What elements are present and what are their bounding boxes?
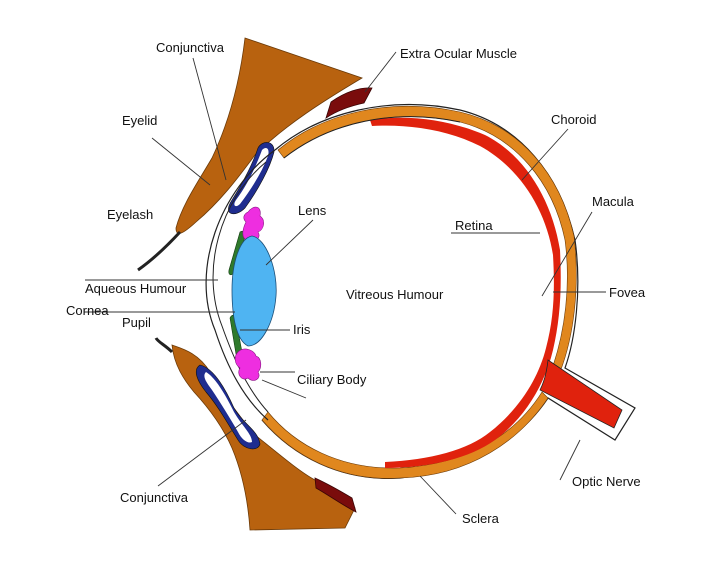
label-conjunctiva-bottom: Conjunctiva (120, 490, 189, 505)
label-pupil: Pupil (122, 315, 151, 330)
leader-choroid (521, 128, 569, 181)
cornea (205, 149, 276, 421)
leader-extra-ocular-muscle (364, 51, 397, 93)
label-eyelid: Eyelid (122, 113, 157, 128)
label-lens: Lens (298, 203, 327, 218)
label-vitreous-humour: Vitreous Humour (346, 287, 444, 302)
extra-ocular-muscle-upper (325, 87, 373, 119)
label-fovea: Fovea (609, 285, 646, 300)
eyelash-lower (154, 337, 174, 354)
leader-lines (84, 51, 606, 515)
label-aqueous-humour: Aqueous Humour (85, 281, 187, 296)
extra-ocular-muscle-lower (314, 477, 357, 513)
eyelash-upper (137, 230, 182, 272)
label-optic-nerve: Optic Nerve (572, 474, 641, 489)
label-ciliary-body: Ciliary Body (297, 372, 367, 387)
label-retina: Retina (455, 218, 493, 233)
optic-nerve-core (539, 359, 623, 429)
label-extra-ocular-muscle: Extra Ocular Muscle (400, 46, 517, 61)
leader-optic-nerve (559, 439, 581, 481)
choroid-layer-lower (261, 391, 549, 479)
leader-eyelid (151, 137, 211, 186)
label-macula: Macula (592, 194, 635, 209)
leader-sclera (419, 475, 457, 515)
leader-lens (265, 219, 314, 266)
label-cornea: Cornea (66, 303, 109, 318)
upper-eyelid (175, 37, 363, 234)
choroid-layer (277, 105, 577, 373)
ciliary-body-lower (234, 348, 262, 381)
label-conjunctiva-top: Conjunctiva (156, 40, 225, 55)
label-sclera: Sclera (462, 511, 500, 526)
leader-aqueous-lower (261, 379, 307, 399)
label-choroid: Choroid (551, 112, 597, 127)
lens (231, 235, 277, 347)
cornea-inner (212, 161, 269, 413)
sclera-outline (261, 104, 636, 479)
leader-conjunctiva-bottom (157, 419, 247, 487)
label-eyelash: Eyelash (107, 207, 153, 222)
sclera-inner-line (283, 116, 461, 159)
leader-conjunctiva-top (192, 57, 227, 181)
leader-macula (541, 211, 593, 297)
label-iris: Iris (293, 322, 311, 337)
